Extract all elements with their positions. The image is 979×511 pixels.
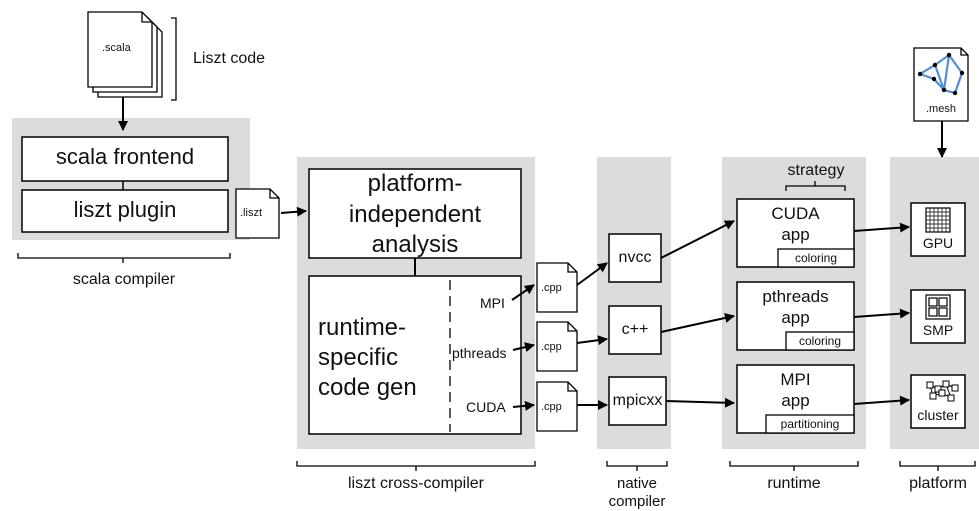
strategy-label: strategy [787,162,845,179]
cuda-strategy-label: coloring [794,251,838,265]
nvcc-label: nvcc [618,249,652,266]
mpi-app-line1: MPI [780,370,811,389]
liszt-file-icon [235,188,280,239]
cuda-app-line1: CUDA [771,204,820,223]
liszt-code-label: Liszt code [193,50,266,67]
runtime-brace [729,461,859,471]
runtime-specific-code-gen-box [308,275,522,435]
runtime-label: runtime [767,475,821,492]
scala-compiler-label: scala compiler [72,271,176,288]
rscg-line1: runtime- [318,314,407,341]
gpu-label: GPU [922,235,954,251]
pthreads-app-line2: app [781,308,810,327]
target-mpi-label: MPI [480,295,505,311]
scala-compiler-brace [17,253,231,263]
pia-line1: platform- [367,170,463,197]
scala-file-label: .scala [102,42,131,54]
mpi-strategy-box [765,414,855,434]
smp-cores-icon [925,294,951,320]
scala-frontend-box [21,136,229,182]
native-compiler-brace [606,461,668,471]
mesh-file-label: .mesh [926,103,956,115]
pthreads-strategy-label: coloring [798,334,842,348]
mpi-app-line2: app [781,391,810,410]
cluster-nodes-icon [926,380,959,402]
cpp-compiler-label: c++ [621,321,649,338]
liszt-plugin-box [21,189,229,233]
liszt-file-label: .liszt [240,207,262,219]
rscg-line2: specific [318,344,399,371]
target-pthreads-label: pthreads [452,345,507,361]
gpu-chip-icon [925,207,951,233]
nvcc-box [608,233,662,283]
mpicxx-label: mpicxx [612,392,663,409]
strategy-brace [785,181,846,191]
cpp-file-mpi-icon [536,262,578,313]
cluster-box [910,374,966,429]
cpp-file-cuda-label: .cpp [541,401,562,413]
platform-label: platform [909,475,967,492]
cpp-compiler-box [608,305,662,355]
scala-frontend-label: scala frontend [55,144,195,169]
scala-file-stack-icon [87,11,163,98]
cpp-file-pthreads-label: .cpp [541,341,562,353]
pthreads-app-line1: pthreads [762,287,829,306]
pia-line2: independent [348,201,482,228]
cross-compiler-brace [296,461,536,471]
pia-line3: analysis [371,231,459,258]
cpp-file-cuda-icon [536,381,578,432]
mpi-strategy-label: partitioning [780,417,840,431]
cpp-file-pthreads-icon [536,321,578,372]
rscg-line3: code gen [318,374,417,401]
native-compiler-label-1: native [616,475,658,492]
smp-label: SMP [922,322,954,338]
mesh-graph-nodes [917,52,965,96]
liszt-cross-compiler-label: liszt cross-compiler [347,475,484,492]
liszt-code-brace [171,17,177,101]
native-compiler-label-2: compiler [608,493,666,510]
cuda-strategy-box [777,248,855,268]
target-cuda-label: CUDA [466,399,506,415]
platform-independent-analysis-box [308,168,522,259]
platform-brace [899,461,976,471]
liszt-plugin-label: liszt plugin [73,197,177,222]
cuda-app-line2: app [781,225,810,244]
cluster-label: cluster [917,407,959,423]
pthreads-strategy-box [785,331,855,351]
cpp-file-mpi-label: .cpp [541,282,562,294]
